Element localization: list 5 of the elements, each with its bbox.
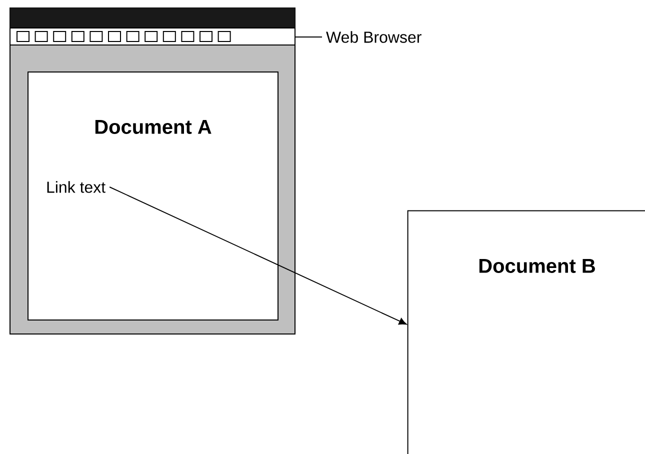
link-text: Link text (47, 181, 106, 193)
arrow (109, 186, 407, 325)
document-box: Document B (407, 210, 645, 454)
callout-label: Web Browser (326, 31, 422, 43)
leader-line (295, 36, 322, 38)
